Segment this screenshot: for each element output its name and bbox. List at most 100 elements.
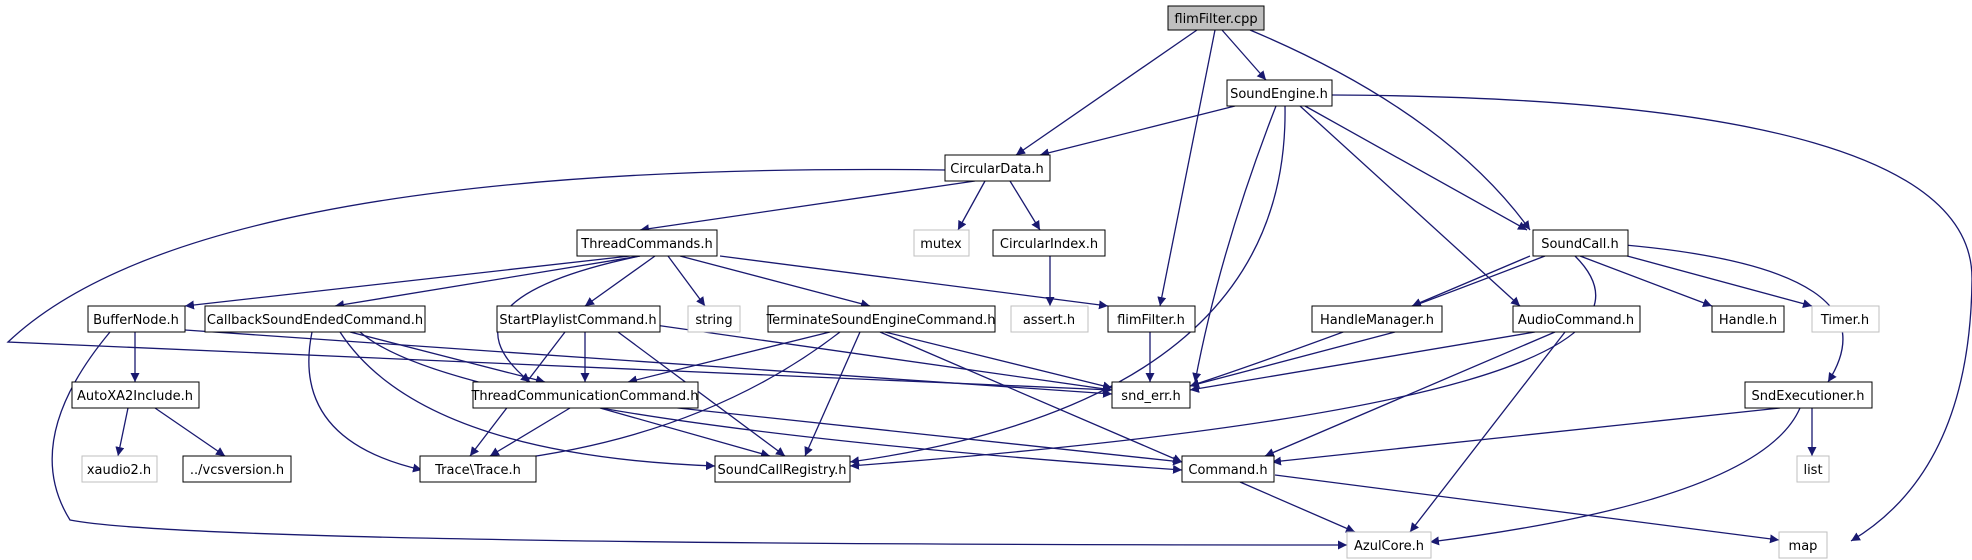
node-flimfilter-cpp[interactable]: flimFilter.cpp <box>1167 5 1265 31</box>
svg-text:ThreadCommunicationCommand.h: ThreadCommunicationCommand.h <box>470 389 698 404</box>
svg-text:SoundCall.h: SoundCall.h <box>1541 237 1619 252</box>
edge-soundcall-soundcallregistry <box>849 255 1597 470</box>
edge-terminate-threadcommunication <box>627 331 831 385</box>
edge-soundengine-circulardata <box>1039 105 1236 158</box>
node-circularindex-h[interactable]: CircularIndex.h <box>992 229 1106 257</box>
edge-soundengine-soundcall <box>1304 105 1528 231</box>
edge-threadcommands-startplaylist <box>584 255 656 307</box>
edge-soundengine-snderr <box>1192 105 1277 383</box>
edge-flimfiltercpp-soundcall <box>1249 29 1531 231</box>
node-timer-h[interactable]: Timer.h <box>1811 305 1880 333</box>
edge-soundcall-handle <box>1579 255 1713 308</box>
edge-threadcommands-flimfilterh <box>719 255 1109 310</box>
dependency-edges <box>6 29 1972 550</box>
svg-text:Trace\Trace.h: Trace\Trace.h <box>434 463 521 478</box>
node-buffernode-h[interactable]: BufferNode.h <box>87 305 186 333</box>
svg-text:map: map <box>1789 539 1818 554</box>
edge-threadcommands-callbacksoundended <box>334 255 641 309</box>
node-circulardata-h[interactable]: CircularData.h <box>944 154 1051 182</box>
edge-circulardata-threadcommands <box>639 180 976 234</box>
node-list[interactable]: list <box>1796 455 1830 483</box>
node-callbacksoundendedcommand-h[interactable]: CallbackSoundEndedCommand.h <box>204 305 426 333</box>
edge-callback-tracetrace <box>308 331 423 473</box>
node-snd-err-h[interactable]: snd_err.h <box>1111 381 1191 409</box>
svg-text:string: string <box>695 313 732 328</box>
node-vcsversion-h[interactable]: ../vcsversion.h <box>182 455 292 483</box>
svg-text:assert.h: assert.h <box>1023 313 1075 328</box>
edge-handlemanager-snderr <box>1189 331 1396 389</box>
edge-circulardata-mutex <box>957 180 986 231</box>
edge-callback-threadcommunication <box>349 331 546 385</box>
edge-soundengine-soundcallregistry <box>849 105 1286 466</box>
node-map[interactable]: map <box>1778 531 1828 559</box>
edge-sndexecutioner-command <box>1271 407 1781 466</box>
node-string[interactable]: string <box>687 305 741 333</box>
node-threadcommunicationcommand-h[interactable]: ThreadCommunicationCommand.h <box>470 381 699 409</box>
edge-sndexecutioner-azulcore <box>1429 407 1801 546</box>
svg-text:Timer.h: Timer.h <box>1820 313 1869 328</box>
edge-autoxa2-vcsversion <box>154 407 226 457</box>
edge-terminate-snderr <box>884 331 1113 391</box>
edge-soundcall-timer <box>1604 249 1813 308</box>
edge-soundengine-map <box>1331 94 1972 542</box>
edge-soundcall-handlemanager <box>1411 255 1531 307</box>
edge-threadcommunication-tracetrace <box>489 407 571 457</box>
svg-text:Command.h: Command.h <box>1188 463 1267 478</box>
node-threadcommands-h[interactable]: ThreadCommands.h <box>576 229 718 257</box>
svg-text:AudioCommand.h: AudioCommand.h <box>1518 313 1634 328</box>
svg-text:AutoXA2Include.h: AutoXA2Include.h <box>77 389 193 404</box>
node-handlemanager-h[interactable]: HandleManager.h <box>1311 305 1443 333</box>
edge-audiocommand-snderr <box>1189 331 1536 393</box>
node-audiocommand-h[interactable]: AudioCommand.h <box>1512 305 1641 333</box>
node-assert-h[interactable]: assert.h <box>1010 305 1089 333</box>
edge-terminate-command <box>879 331 1183 463</box>
edge-audiocommand-command <box>1264 331 1556 457</box>
edge-threadcommands-string <box>667 255 706 307</box>
node-soundcallregistry-h[interactable]: SoundCallRegistry.h <box>714 455 851 483</box>
svg-text:CallbackSoundEndedCommand.h: CallbackSoundEndedCommand.h <box>207 313 423 328</box>
node-flimfilter-h[interactable]: flimFilter.h <box>1107 305 1196 333</box>
edge-terminate-soundcallregistry <box>804 331 861 457</box>
node-mutex[interactable]: mutex <box>913 229 970 257</box>
node-xaudio2-h[interactable]: xaudio2.h <box>81 455 158 483</box>
edge-audiocommand-azulcore <box>1409 331 1566 533</box>
node-startplaylistcommand-h[interactable]: StartPlaylistCommand.h <box>496 305 661 333</box>
edge-threadcommands-terminate <box>679 255 871 309</box>
node-handle-h[interactable]: Handle.h <box>1711 305 1785 333</box>
edge-startplaylist-soundcallregistry <box>617 331 786 457</box>
node-soundengine-h[interactable]: SoundEngine.h <box>1226 79 1333 107</box>
edge-soundengine-audiocommand <box>1299 105 1521 307</box>
edge-circulardata-circularindex <box>1009 180 1041 231</box>
svg-text:CircularIndex.h: CircularIndex.h <box>1000 237 1098 252</box>
svg-text:SoundCallRegistry.h: SoundCallRegistry.h <box>718 463 847 478</box>
edge-command-map <box>1274 474 1780 544</box>
node-autoxa2include-h[interactable]: AutoXA2Include.h <box>71 381 200 409</box>
svg-text:SoundEngine.h: SoundEngine.h <box>1230 87 1328 102</box>
edge-buffernode-snderr <box>184 329 1113 398</box>
node-azulcore-h[interactable]: AzulCore.h <box>1346 531 1432 559</box>
svg-text:flimFilter.h: flimFilter.h <box>1117 313 1185 328</box>
edge-flimfiltercpp-soundengine <box>1221 29 1267 81</box>
edge-soundcall-sndexecutioner <box>1624 244 1844 383</box>
edge-flimfiltercpp-circulardata <box>1015 29 1198 156</box>
node-sndexecutioner-h[interactable]: SndExecutioner.h <box>1744 381 1873 409</box>
svg-text:HandleManager.h: HandleManager.h <box>1320 313 1434 328</box>
edge-callback-soundcallregistry <box>339 331 716 471</box>
svg-text:Handle.h: Handle.h <box>1719 313 1777 328</box>
edge-flimfiltercpp-flimfilterh <box>1157 29 1216 307</box>
node-trace-trace-h[interactable]: Trace\Trace.h <box>419 455 537 483</box>
edge-autoxa2-xaudio2 <box>115 407 129 457</box>
node-soundcall-h[interactable]: SoundCall.h <box>1532 229 1629 257</box>
edge-threadcommands-buffernode <box>184 255 631 310</box>
edge-threadcommunication-soundcallregistry <box>599 407 771 458</box>
edge-threadcommunication-command <box>649 404 1183 466</box>
svg-text:BufferNode.h: BufferNode.h <box>93 313 179 328</box>
node-command-h[interactable]: Command.h <box>1181 455 1275 483</box>
edge-command-azulcore <box>1239 481 1356 533</box>
svg-text:flimFilter.cpp: flimFilter.cpp <box>1174 12 1257 27</box>
node-terminatesoundenginecommand-h[interactable]: TerminateSoundEngineCommand.h <box>765 305 996 333</box>
svg-text:../vcsversion.h: ../vcsversion.h <box>190 463 284 478</box>
header-nodes: flimFilter.cpp SoundEngine.h CircularDat… <box>71 5 1880 559</box>
svg-text:ThreadCommands.h: ThreadCommands.h <box>580 237 712 252</box>
